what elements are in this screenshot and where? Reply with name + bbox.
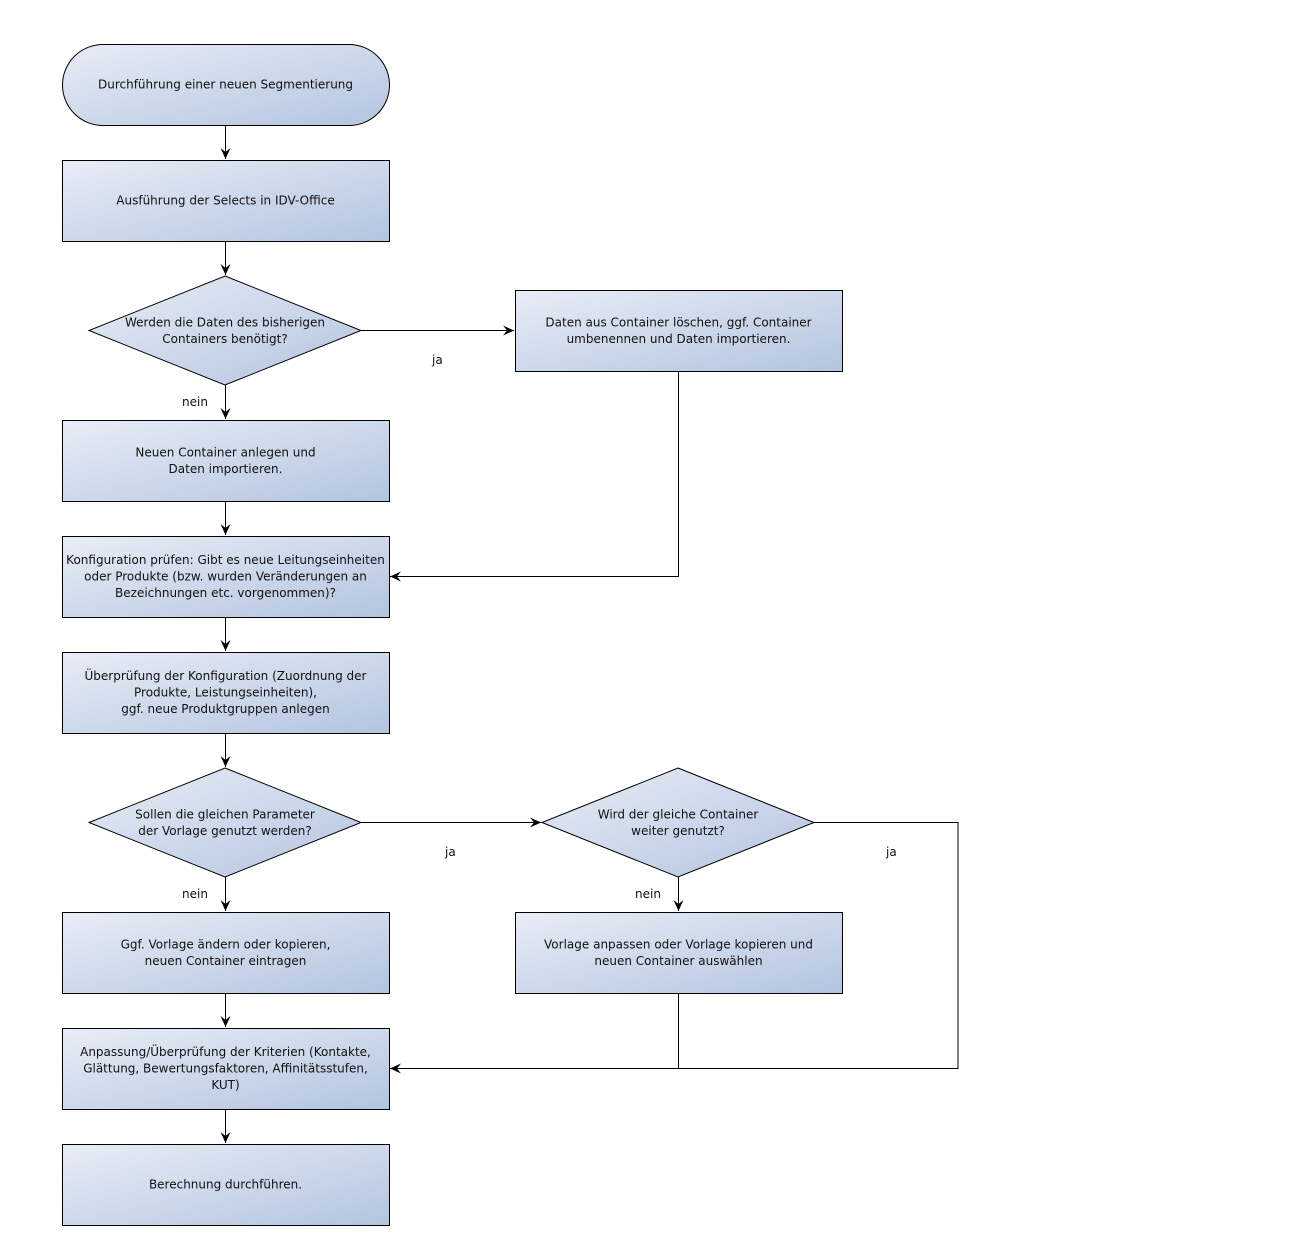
node-text-line: Vorlage anpassen oder Vorlage kopieren u… xyxy=(544,937,813,951)
process-box xyxy=(62,652,390,734)
node-text-line: oder Produkte (bzw. wurden Veränderungen… xyxy=(84,570,367,584)
edge-label-ja: ja xyxy=(431,353,443,367)
decision-diamond xyxy=(87,767,363,878)
node-criteria: Anpassung/Überprüfung der Kriterien (Kon… xyxy=(62,1028,390,1110)
node-text-line: Produkte, Leistungseinheiten), xyxy=(134,686,317,700)
edge-labels: ja nein ja nein nein ja xyxy=(182,353,897,901)
node-text-line: Neuen Container anlegen und xyxy=(135,445,315,459)
node-check-config: Konfiguration prüfen: Gibt es neue Leitu… xyxy=(62,536,390,618)
node-text-line: Werden die Daten des bisherigen xyxy=(125,315,325,329)
node-text-line: neuen Container eintragen xyxy=(145,954,307,968)
node-text-line: ggf. neue Produktgruppen anlegen xyxy=(121,702,329,716)
process-box xyxy=(515,290,843,372)
process-box xyxy=(515,912,843,994)
connectors xyxy=(220,125,959,1143)
node-text-line: Bezeichnungen etc. vorgenommen)? xyxy=(115,586,336,600)
node-text-line: Überprüfung der Konfiguration (Zuordnung… xyxy=(85,667,367,683)
decision-diamond xyxy=(540,767,816,878)
process-box xyxy=(62,1144,390,1226)
edge-label-ja: ja xyxy=(885,845,897,859)
node-text-line: Daten importieren. xyxy=(169,462,283,476)
node-adjust-template: Vorlage anpassen oder Vorlage kopieren u… xyxy=(515,912,843,994)
node-text-line: Konfiguration prüfen: Gibt es neue Leitu… xyxy=(66,553,385,567)
node-text-line: Ausführung der Selects in IDV-Office xyxy=(116,194,334,208)
connector-decision_same_container-to-criteria xyxy=(390,822,959,1074)
node-text-line: Daten aus Container löschen, ggf. Contai… xyxy=(545,315,811,329)
node-change-template: Ggf. Vorlage ändern oder kopieren, neuen … xyxy=(62,912,390,994)
edge-label-nein: nein xyxy=(635,887,661,901)
connector-delete_data-to-check_config xyxy=(390,371,679,582)
node-text-line: Containers benötigt? xyxy=(162,332,287,346)
decision-diamond xyxy=(87,275,363,386)
node-decision-params: Sollen die gleichen Parameter der Vorlage… xyxy=(87,767,363,878)
node-text-line: weiter genutzt? xyxy=(631,824,725,838)
node-text-line: KUT) xyxy=(211,1078,239,1092)
node-text-line: neuen Container auswählen xyxy=(594,954,762,968)
terminal-shape xyxy=(62,44,390,126)
process-box xyxy=(62,912,390,994)
edge-label-ja: ja xyxy=(444,845,456,859)
node-text-line: Sollen die gleichen Parameter xyxy=(135,807,315,821)
node-selects: Ausführung der Selects in IDV-Office xyxy=(62,160,390,242)
process-box xyxy=(62,160,390,242)
node-verify-config: Überprüfung der Konfiguration (Zuordnung… xyxy=(62,652,390,734)
node-text-line: Wird der gleiche Container xyxy=(598,807,759,821)
node-text-line: Ggf. Vorlage ändern oder kopieren, xyxy=(121,937,331,951)
node-text-line: umbenennen und Daten importieren. xyxy=(567,332,791,346)
process-box xyxy=(62,1028,390,1110)
edge-label-nein: nein xyxy=(182,887,208,901)
node-delete-data: Daten aus Container löschen, ggf. Contai… xyxy=(515,290,843,372)
node-text-line: Anpassung/Überprüfung der Kriterien (Kon… xyxy=(80,1043,371,1059)
node-text-line: Glättung, Bewertungsfaktoren, Affinitäts… xyxy=(83,1062,368,1076)
node-calculate: Berechnung durchführen. xyxy=(62,1144,390,1226)
node-decision-same-container: Wird der gleiche Container weiter genutzt… xyxy=(540,767,816,878)
process-box xyxy=(62,420,390,502)
nodes: Durchführung einer neuen SegmentierungAu… xyxy=(62,44,843,1226)
node-text-line: Berechnung durchführen. xyxy=(149,1178,302,1192)
node-start: Durchführung einer neuen Segmentierung xyxy=(62,44,390,126)
process-box xyxy=(62,536,390,618)
node-text-line: Durchführung einer neuen Segmentierung xyxy=(98,78,353,92)
node-decision-container: Werden die Daten des bisherigenContainer… xyxy=(87,275,363,386)
edge-label-nein: nein xyxy=(182,395,208,409)
node-text-line: der Vorlage genutzt werden? xyxy=(138,824,311,838)
